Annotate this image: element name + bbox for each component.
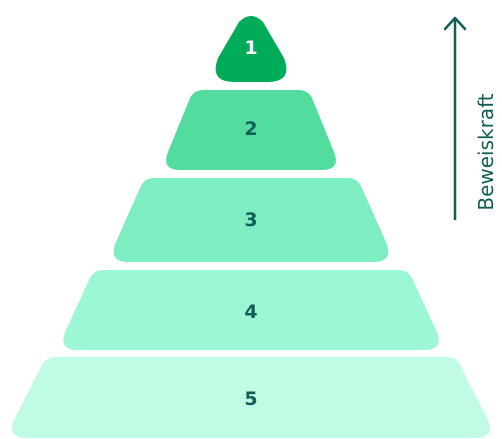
level-4-shape [63,270,439,350]
level-4-label: 4 [244,301,257,323]
pyramid-level-3: 3 [113,178,389,262]
level-1-shape [215,16,287,82]
level-3-label: 3 [244,209,257,231]
pyramid-level-4: 4 [63,270,439,350]
pyramid-level-2: 2 [166,90,336,170]
evidence-strength-axis: Beweiskraft [443,16,498,221]
level-2-label: 2 [244,118,257,140]
arrowhead-icon [443,16,467,31]
axis-label: Beweiskraft [474,93,498,210]
level-1-label: 1 [244,37,257,59]
level-5-shape [11,357,491,438]
pyramid-level-5: 5 [11,357,491,438]
level-2-shape [166,90,336,170]
level-3-shape [113,178,389,262]
level-5-label: 5 [244,388,257,410]
pyramid-level-1: 1 [215,16,287,82]
